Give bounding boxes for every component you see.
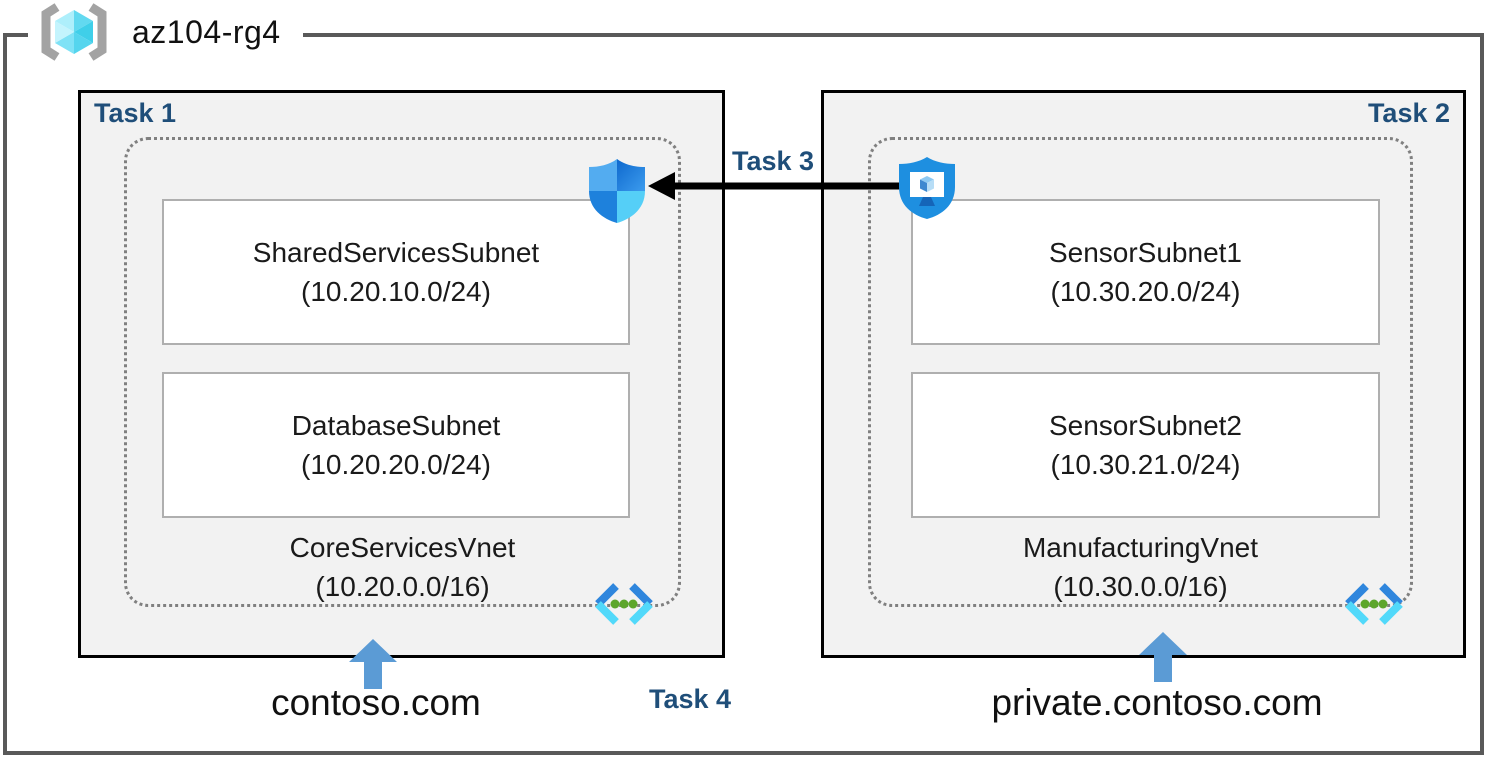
- resource-group-icon: [41, 3, 107, 61]
- vnet-cidr: (10.30.0.0/16): [1053, 571, 1228, 602]
- task1-label: Task 1: [94, 98, 177, 128]
- vnet-name: CoreServicesVnet: [289, 532, 516, 563]
- subnet-name: SensorSubnet1: [1048, 237, 1243, 268]
- vnet-boundary-manufacturing: [868, 137, 1413, 607]
- subnet-cidr: (10.30.20.0/24): [1050, 276, 1241, 307]
- resource-group-name: az104-rg4: [132, 13, 281, 50]
- subnet-box-database: DatabaseSubnet (10.20.20.0/24): [162, 372, 630, 518]
- vnet-label-coreservices: CoreServicesVnet (10.20.0.0/16): [124, 528, 681, 606]
- subnet-cidr: (10.30.21.0/24): [1050, 449, 1241, 480]
- subnet-cidr: (10.20.20.0/24): [301, 449, 491, 480]
- up-arrow-icon: [1139, 632, 1187, 682]
- subnet-name: SharedServicesSubnet: [252, 237, 540, 268]
- resource-group-label: az104-rg4: [28, 0, 303, 64]
- vnet-cidr: (10.20.0.0/16): [315, 571, 490, 602]
- peering-arrow: [648, 172, 936, 200]
- task4-label: Task 4: [648, 684, 732, 714]
- dns-label-private-contoso: private.contoso.com: [991, 682, 1323, 723]
- defender-shield-icon: [589, 159, 645, 223]
- up-arrow-icon: [349, 639, 397, 689]
- vnet-boundary-coreservices: [124, 137, 681, 607]
- bastion-shield-monitor-icon: [899, 157, 955, 219]
- vnet-icon: [1345, 583, 1403, 625]
- subnet-name: SensorSubnet2: [1048, 410, 1243, 441]
- subnet-box-sensor1: SensorSubnet1 (10.30.20.0/24): [911, 199, 1380, 345]
- subnet-box-sensor2: SensorSubnet2 (10.30.21.0/24): [911, 372, 1380, 518]
- subnet-cidr: (10.20.10.0/24): [301, 276, 491, 307]
- subnet-name: DatabaseSubnet: [291, 410, 501, 441]
- vnet-label-manufacturing: ManufacturingVnet (10.30.0.0/16): [868, 528, 1413, 606]
- resource-group-frame: [3, 33, 1484, 755]
- vnet-name: ManufacturingVnet: [1022, 532, 1259, 563]
- subnet-box-sharedservices: SharedServicesSubnet (10.20.10.0/24): [162, 199, 630, 345]
- vnet-icon: [595, 583, 653, 625]
- task2-label: Task 2: [1367, 98, 1450, 128]
- task3-label: Task 3: [731, 146, 815, 176]
